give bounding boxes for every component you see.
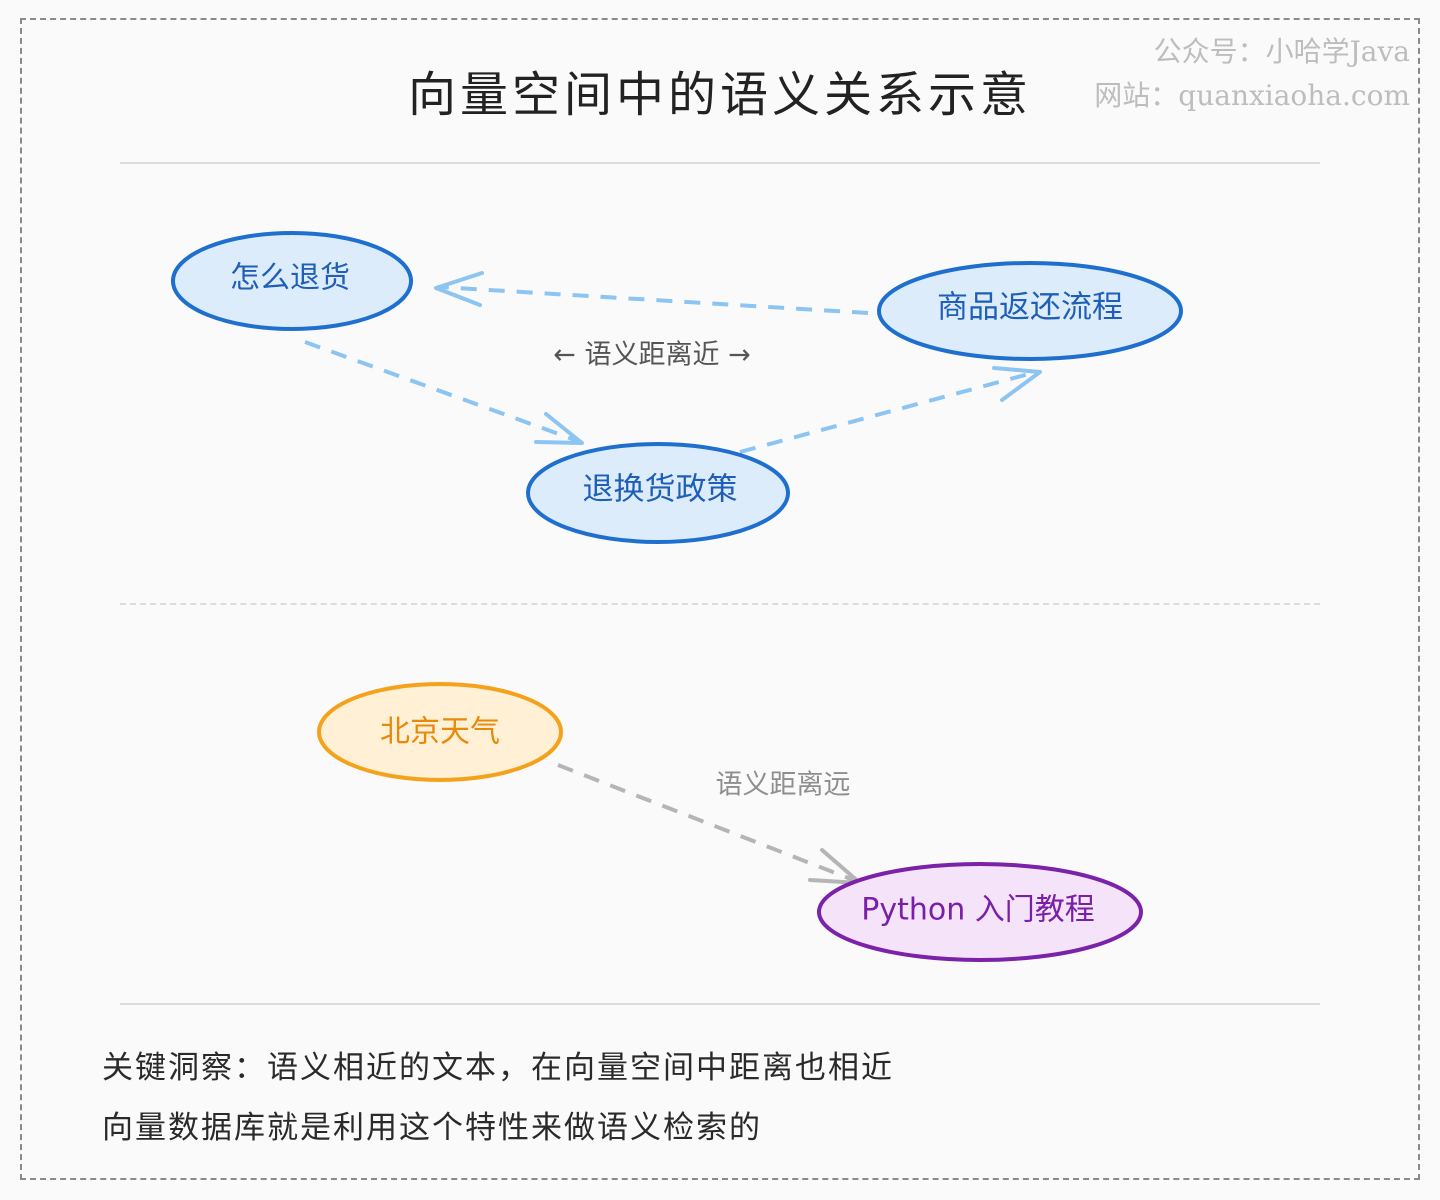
- footer-insight-line2: 向量数据库就是利用这个特性来做语义检索的: [102, 1110, 762, 1146]
- node-python-tutorial: Python 入门教程: [817, 862, 1143, 962]
- arrow-howreturn-to-policy: [304, 340, 584, 445]
- label-semantic-far: 语义距离远: [716, 770, 851, 801]
- node-how-return-label: 怎么退货: [230, 261, 350, 296]
- node-return-policy-label: 退换货政策: [583, 472, 738, 508]
- middle-divider: [120, 603, 1320, 605]
- diagram-title: 向量空间中的语义关系示意: [407, 67, 1032, 123]
- watermark-website: 网站：quanxiaoha.com: [1094, 79, 1410, 112]
- node-beijing-weather: 北京天气: [317, 682, 563, 782]
- node-return-process: 商品返还流程: [877, 261, 1183, 361]
- arrow-policy-to-process: [739, 366, 1042, 454]
- arrow-process-to-howreturn: [434, 271, 869, 315]
- diagram-frame: [20, 18, 1420, 1180]
- node-return-policy: 退换货政策: [526, 442, 790, 544]
- bottom-divider: [120, 1003, 1320, 1005]
- label-semantic-near: ← 语义距离近 →: [553, 340, 750, 371]
- node-how-return: 怎么退货: [171, 231, 413, 331]
- node-python-tutorial-label: Python 入门教程: [861, 893, 1095, 928]
- node-beijing-weather-label: 北京天气: [380, 715, 500, 750]
- top-divider: [120, 162, 1320, 164]
- node-return-process-label: 商品返还流程: [937, 290, 1123, 326]
- watermark-account: 公众号：小哈学Java: [1153, 35, 1410, 68]
- footer-insight-line1: 关键洞察：语义相近的文本，在向量空间中距离也相近: [102, 1050, 894, 1086]
